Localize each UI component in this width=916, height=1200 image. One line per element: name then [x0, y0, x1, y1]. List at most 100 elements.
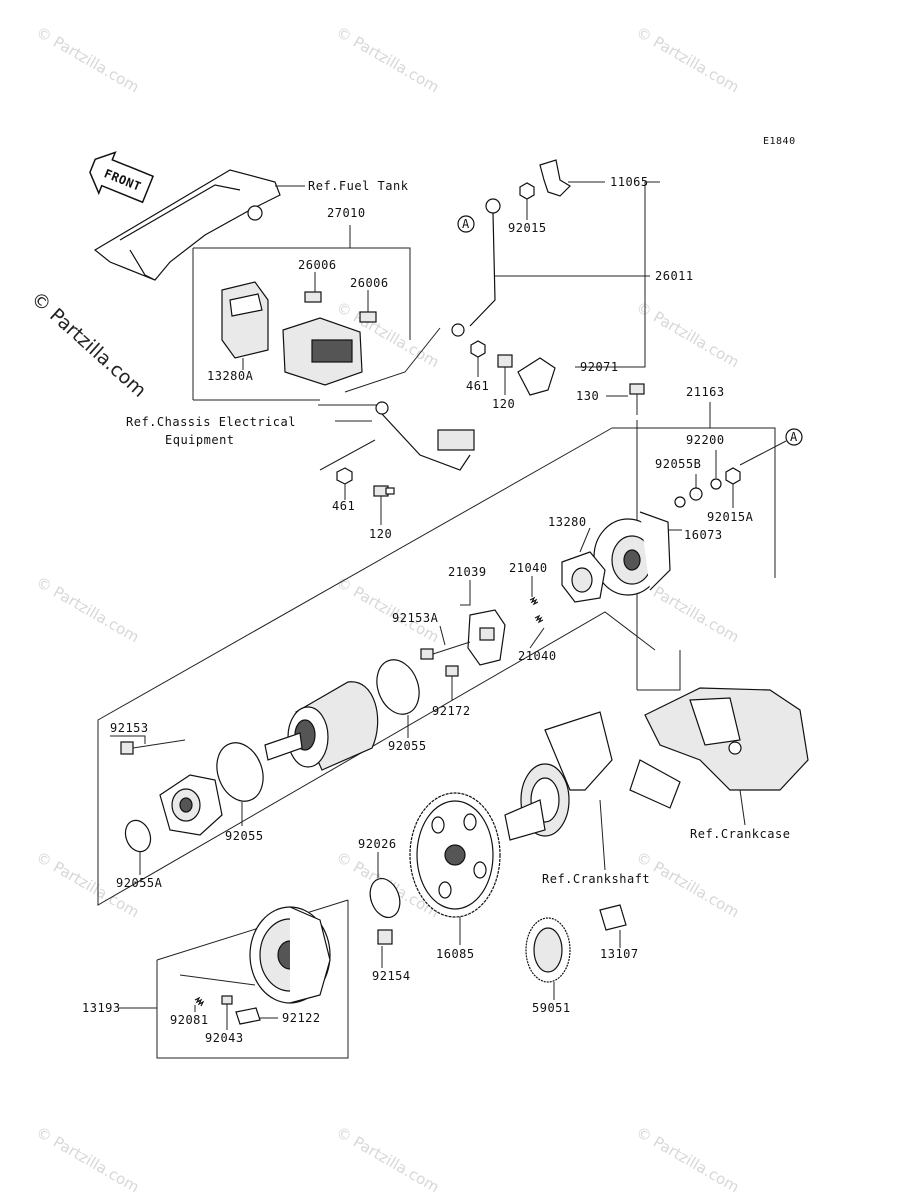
part-92015A: 92015A [707, 510, 754, 524]
part-26006-b: 26006 [350, 276, 389, 290]
part-461-lower: 461 [332, 499, 355, 513]
starter-gear-16085 [409, 792, 501, 918]
part-13193: 13193 [82, 1001, 121, 1015]
starter-clutch-13193 [249, 906, 331, 1004]
part-130: 130 [576, 389, 599, 403]
frame-bracket [93, 169, 281, 281]
side-watermark: © Partzilla.com [27, 287, 151, 401]
part-92055-upper: 92055 [388, 739, 427, 753]
part-16073: 16073 [684, 528, 723, 542]
part-92153: 92153 [110, 721, 149, 735]
part-92122: 92122 [282, 1011, 321, 1025]
brush-holder-13280 [561, 551, 606, 603]
spring-21040 [534, 614, 544, 624]
nut-92015 [519, 182, 535, 200]
diagram-code: E1840 [763, 136, 796, 147]
bolt-92153A [420, 641, 471, 660]
part-21163: 21163 [686, 385, 725, 399]
part-13107: 13107 [600, 947, 639, 961]
idle-gear-59051 [525, 917, 571, 983]
part-120-lower: 120 [369, 527, 392, 541]
fuse-26006 [304, 291, 322, 303]
nut-461-upper [470, 340, 486, 358]
part-21039: 21039 [448, 565, 487, 579]
spring-92081 [194, 996, 205, 1007]
watermark: © Partzilla.com [333, 23, 442, 96]
part-92026: 92026 [358, 837, 397, 851]
relay-housing-13280A [221, 281, 269, 359]
part-92055A: 92055A [116, 876, 163, 890]
part-26006-a: 26006 [298, 258, 337, 272]
part-11065: 11065 [610, 175, 649, 189]
washer-92200 [710, 478, 722, 490]
roller-92122 [235, 1007, 261, 1025]
ref-fuel-tank: Ref.Fuel Tank [308, 179, 409, 193]
oring-92055B [689, 487, 703, 501]
starter-motor-yoke [264, 681, 379, 771]
part-59051: 59051 [532, 1001, 571, 1015]
callout-a: A [462, 217, 470, 231]
watermark: © Partzilla.com [633, 1123, 742, 1196]
pin-92043 [221, 995, 233, 1005]
part-92172: 92172 [432, 704, 471, 718]
nut-461-lower [336, 467, 353, 485]
nut-92015A [725, 467, 741, 485]
part-92055-lower: 92055 [225, 829, 264, 843]
washer-92026 [369, 878, 401, 918]
callout-a-marker [457, 215, 475, 233]
part-92043: 92043 [205, 1031, 244, 1045]
watermark: © Partzilla.com [333, 573, 442, 646]
watermark: © Partzilla.com [33, 573, 142, 646]
fuse-26006 [359, 311, 377, 323]
screw-92172 [445, 665, 459, 677]
oring-16073 [674, 496, 686, 508]
crankcase-section [644, 687, 809, 791]
ground-cable [319, 401, 475, 471]
part-92153A: 92153A [392, 611, 439, 625]
part-26011: 26011 [655, 269, 694, 283]
starter-end-cover [593, 511, 671, 596]
starter-cable-26011 [451, 198, 501, 337]
oring-92055A [124, 819, 152, 853]
terminal-cap-11065 [539, 159, 571, 197]
brush-plate-21039 [467, 609, 506, 666]
sleeve-13107 [599, 904, 627, 931]
ref-chassis-electrical-2: Equipment [165, 433, 235, 447]
watermark: © Partzilla.com [33, 23, 142, 96]
part-21040-a: 21040 [509, 561, 548, 575]
watermark: © Partzilla.com [633, 23, 742, 96]
front-arrow-icon: FRONT [89, 151, 155, 204]
ref-crankshaft: Ref.Crankshaft [542, 872, 650, 886]
ref-crankcase: Ref.Crankcase [690, 827, 790, 841]
part-92015: 92015 [508, 221, 547, 235]
starter-relay [282, 317, 363, 386]
part-120-upper: 120 [492, 397, 515, 411]
callout-a-marker [785, 428, 803, 446]
oring-92055-lower [216, 742, 264, 802]
part-27010: 27010 [327, 206, 366, 220]
part-13280A: 13280A [207, 369, 254, 383]
watermark: © Partzilla.com [333, 1123, 442, 1196]
ref-chassis-electrical: Ref.Chassis Electrical [126, 415, 296, 429]
crankshaft [504, 711, 681, 841]
spring-21040 [529, 596, 539, 606]
starter-front-cover [159, 774, 223, 836]
oring-92055-upper [376, 659, 420, 715]
bolt-92154 [377, 929, 393, 945]
bolt-120-lower [373, 485, 395, 497]
bolt-92153 [120, 739, 186, 755]
part-92081: 92081 [170, 1013, 209, 1027]
part-92154: 92154 [372, 969, 411, 983]
bolt-120-upper [497, 354, 513, 395]
part-92200: 92200 [686, 433, 725, 447]
part-92055B: 92055B [655, 457, 701, 471]
part-21040-b: 21040 [518, 649, 557, 663]
callout-a-right: A [790, 430, 798, 444]
part-16085: 16085 [436, 947, 475, 961]
watermark: © Partzilla.com [33, 1123, 142, 1196]
part-461-upper: 461 [466, 379, 489, 393]
bolt-130 [629, 383, 645, 415]
part-13280: 13280 [548, 515, 587, 529]
part-92071: 92071 [580, 360, 619, 374]
